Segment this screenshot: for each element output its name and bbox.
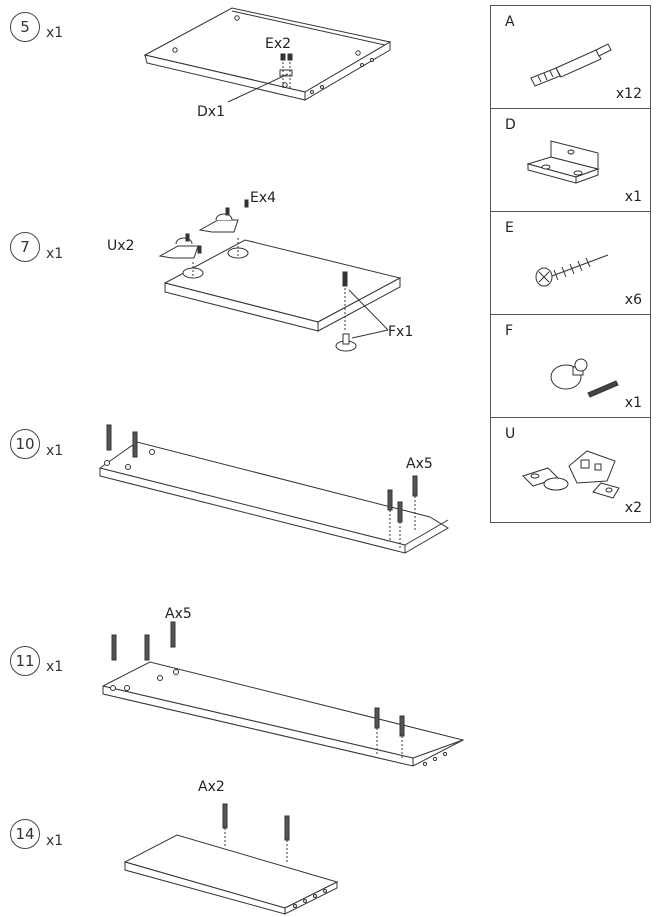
callout-label: Ax2 [198,779,225,795]
hardware-list: A x12 D x1 E [490,5,651,523]
step-number-badge: 7 [10,232,40,262]
hardware-item: D x1 [491,109,650,212]
hardware-item: A x12 [491,6,650,109]
step-number-badge: 5 [10,12,40,42]
hardware-letter: F [505,323,514,339]
callout-label: Ex2 [265,36,292,52]
step-number-badge: 14 [10,819,40,849]
callout-label: Ax5 [165,606,192,622]
wood-screw-icon [535,254,609,287]
hardware-letter: E [505,220,514,236]
step-number: 14 [15,825,35,843]
hardware-qty: x2 [624,500,642,516]
step-number: 11 [15,652,35,670]
cam-dowel-icon [530,43,612,87]
callout-label: Ax5 [406,456,433,472]
hinge-icon [522,450,620,499]
step-number-badge: 11 [10,646,40,676]
callout-label: Dx1 [197,104,225,120]
step-number: 10 [15,435,35,453]
step-number-badge: 10 [10,429,40,459]
callout-label: Ux2 [107,238,135,254]
step-number: 7 [20,238,30,256]
step-quantity: x1 [46,246,64,262]
hardware-qty: x1 [624,189,642,205]
hardware-letter: U [505,426,516,442]
hardware-qty: x12 [615,86,642,102]
callout-label: Fx1 [388,324,414,340]
hardware-item: F x1 [491,315,650,418]
callout-label: Ex4 [250,190,277,206]
step-quantity: x1 [46,443,64,459]
knob-icon [550,358,619,398]
hardware-item: E x6 [491,212,650,315]
step-quantity: x1 [46,25,64,41]
step-number: 5 [20,18,30,36]
hardware-qty: x1 [624,395,642,411]
hardware-letter: D [505,117,516,133]
hardware-qty: x6 [624,292,642,308]
hardware-letter: A [505,14,515,30]
step-quantity: x1 [46,659,64,675]
angle-bracket-icon [526,140,600,184]
hardware-item: U x2 [491,418,650,522]
step-quantity: x1 [46,833,64,849]
